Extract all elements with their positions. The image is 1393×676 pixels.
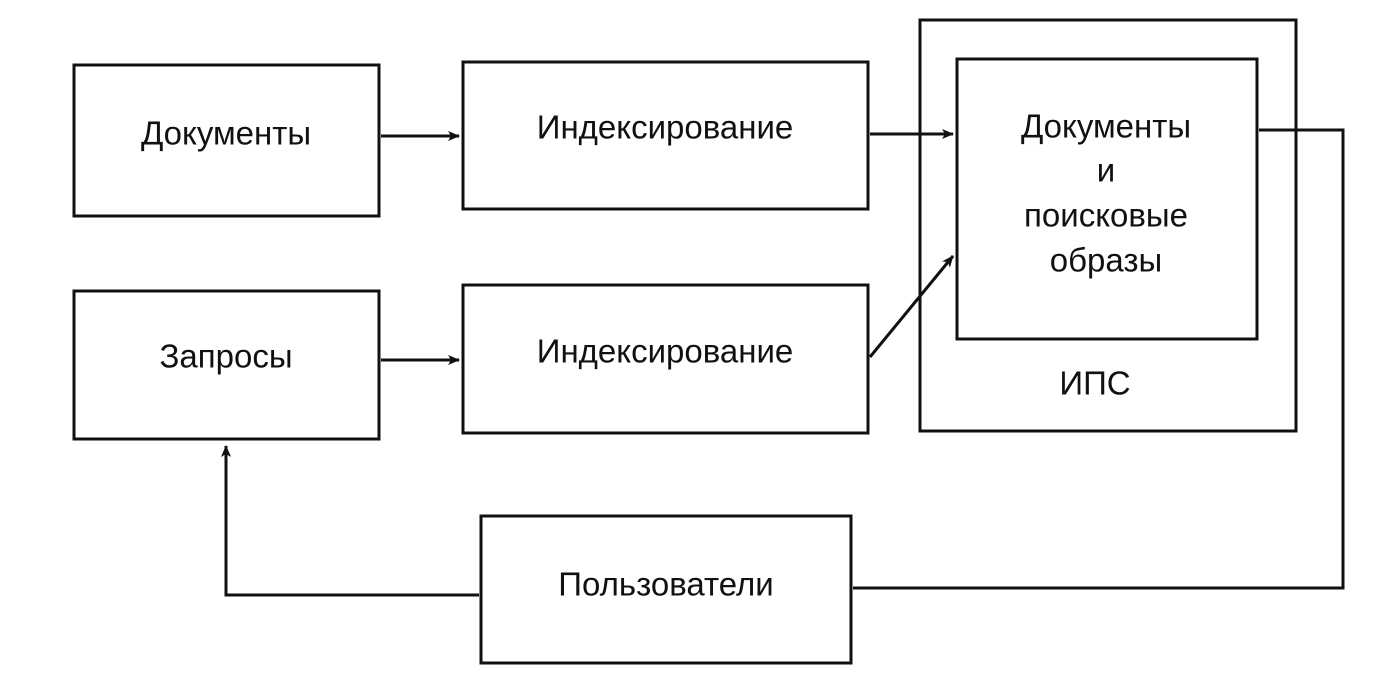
queries-label: Запросы	[159, 338, 292, 375]
indexing-documents-label: Индексирование	[537, 109, 794, 146]
document-store-label-line-2: и	[1097, 152, 1115, 189]
documents-box	[72, 63, 381, 218]
documents-node: Документы	[72, 63, 381, 218]
document-store-label-line-1: Документы	[1021, 108, 1191, 145]
indexing-documents-node: Индексирование	[461, 60, 870, 211]
arrow-query-indexing-to-store	[868, 255, 955, 358]
arrow-users-to-queries	[221, 445, 479, 597]
users-node: Пользователи	[479, 514, 853, 665]
document-store-box	[955, 57, 1259, 341]
document-store-node: Документы и поисковые образы	[955, 57, 1259, 341]
document-store-label-line-4: образы	[1050, 242, 1162, 279]
document-store-label-line-3: поисковые	[1024, 197, 1188, 234]
users-label: Пользователи	[558, 566, 773, 603]
line-store-to-users	[853, 128, 1345, 590]
indexing-queries-label: Индексирование	[537, 333, 794, 370]
queries-box	[72, 289, 381, 441]
indexing-documents-box	[461, 60, 870, 211]
indexing-queries-box	[461, 283, 870, 435]
ips-node: ИПС Документы и поисковые образы	[918, 18, 1298, 433]
users-box	[479, 514, 853, 665]
ips-label: ИПС	[1059, 365, 1130, 402]
queries-node: Запросы	[72, 289, 381, 441]
documents-label: Документы	[141, 115, 311, 152]
indexing-queries-node: Индексирование	[461, 283, 870, 435]
